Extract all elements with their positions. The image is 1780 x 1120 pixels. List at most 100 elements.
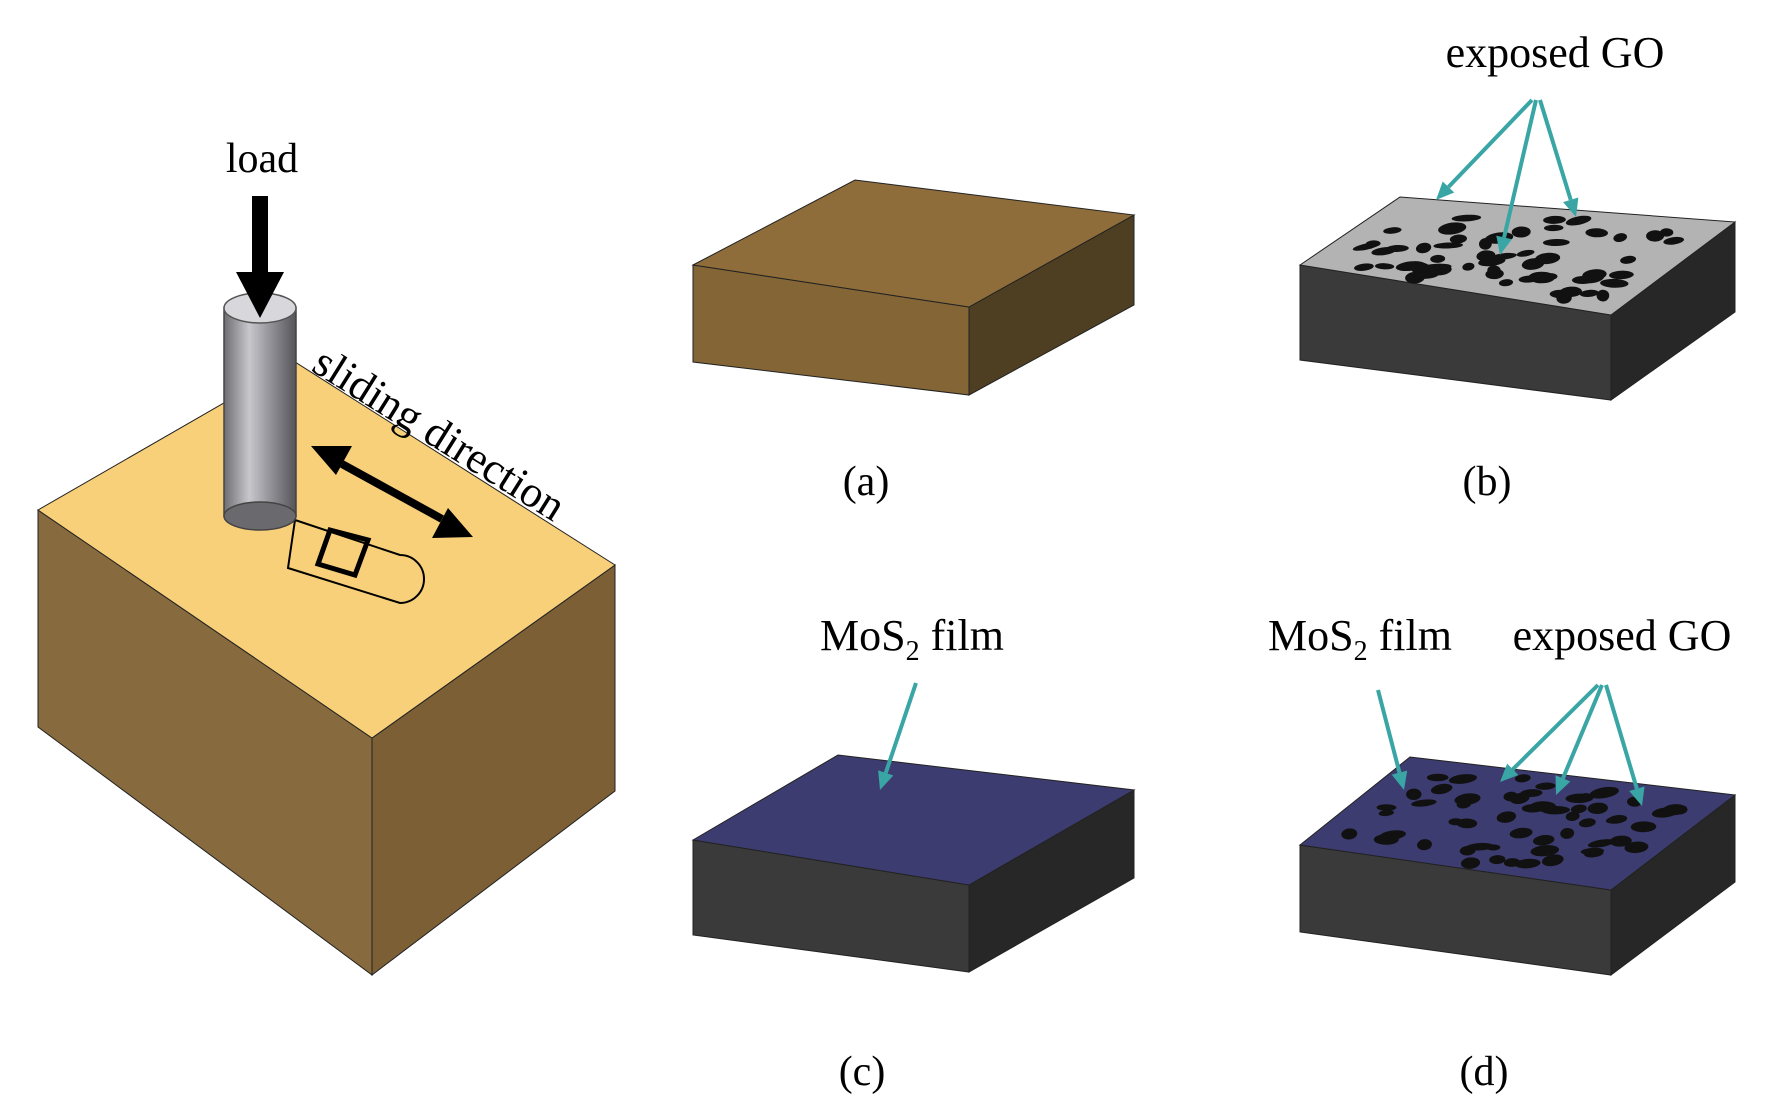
panel-b-pointer-arrows	[1436, 98, 1579, 255]
go-spot	[1406, 788, 1422, 801]
go-spot	[1542, 238, 1570, 247]
panel-d-label: (d)	[1460, 1049, 1509, 1095]
panel-c-label: (c)	[839, 1049, 886, 1095]
panel-d-pointer-arrows	[1376, 683, 1645, 806]
panel-c-top-face	[691, 754, 1136, 886]
panel-b-exposed-go-label: exposed GO	[1446, 28, 1665, 77]
go-spot	[1582, 269, 1607, 281]
pointer-arrow-head	[1436, 181, 1455, 200]
go-spot	[1376, 804, 1397, 811]
go-spot	[1460, 857, 1481, 869]
go-spot	[1662, 804, 1687, 816]
panel-c-pointer-arrow	[878, 682, 918, 790]
pointer-arrow-shaft	[1376, 689, 1402, 774]
go-spot	[1414, 268, 1441, 279]
go-spot	[1646, 230, 1665, 242]
go-spot	[1579, 793, 1592, 802]
go-spot	[1354, 263, 1374, 271]
panel-d-mos2-film-label: MoS2 film	[1268, 611, 1452, 667]
go-spot	[1385, 244, 1409, 253]
go-spot	[1609, 835, 1632, 847]
go-spot	[1511, 226, 1531, 238]
go-spot	[1565, 811, 1580, 822]
go-spot	[1585, 228, 1608, 238]
load-label: load	[226, 136, 298, 182]
panel-c: MoS2 film (c)	[691, 611, 1136, 1095]
panel-a-label: (a)	[843, 459, 890, 505]
go-spot	[1430, 254, 1446, 263]
go-spot	[1565, 215, 1592, 226]
go-spot	[1600, 278, 1629, 288]
pointer-arrow-head	[878, 770, 894, 790]
go-spot	[1587, 839, 1614, 848]
go-spot	[1411, 799, 1437, 807]
go-spot	[1530, 845, 1560, 857]
tribo-test-illustration: load sliding direction	[37, 136, 616, 977]
panel-b-label: (b)	[1463, 459, 1512, 505]
go-spot	[1532, 834, 1555, 846]
go-spot	[1462, 262, 1475, 271]
go-spot	[1430, 783, 1453, 795]
go-spot	[1587, 802, 1608, 815]
go-spot	[1630, 821, 1657, 833]
go-spot	[1663, 236, 1685, 245]
go-spot	[1530, 801, 1557, 812]
go-spot	[1433, 242, 1463, 249]
go-spot	[1559, 286, 1582, 298]
sample-block-top-face	[37, 361, 616, 739]
go-spot	[1609, 270, 1634, 280]
go-spot	[1543, 224, 1564, 232]
go-spot	[1451, 214, 1482, 222]
go-spot	[1448, 774, 1478, 784]
go-spot	[1578, 818, 1596, 828]
pin-counterface	[223, 292, 297, 531]
pointer-arrow-head	[1563, 197, 1579, 217]
go-spot	[1365, 240, 1381, 248]
pointer-arrow-shaft	[1604, 684, 1639, 790]
pointer-arrow-head	[1629, 786, 1645, 806]
go-spot	[1596, 289, 1610, 302]
go-spot	[1448, 818, 1464, 826]
go-spot	[1542, 854, 1564, 867]
go-spot	[1520, 789, 1543, 798]
go-spot	[1620, 255, 1637, 264]
go-spot	[1438, 222, 1467, 235]
go-spot	[1613, 233, 1628, 243]
pointer-arrow-shaft	[1561, 684, 1604, 780]
panel-a-top-face	[691, 179, 1136, 308]
go-spot	[1580, 847, 1605, 855]
go-spot	[1496, 811, 1517, 823]
go-spot	[1486, 844, 1501, 851]
pointer-arrow-shaft	[1538, 99, 1573, 201]
go-spot	[1589, 786, 1619, 799]
sliding-direction-arrow	[311, 446, 473, 538]
pointer-arrow-shaft	[883, 682, 918, 774]
wear-track	[286, 518, 425, 605]
load-arrow	[236, 196, 284, 318]
pointer-arrow	[878, 682, 918, 790]
go-spot	[1383, 227, 1402, 234]
go-spot	[1489, 855, 1506, 865]
go-spot	[1489, 252, 1517, 261]
go-spot	[1456, 800, 1471, 809]
go-spot	[1543, 215, 1566, 224]
pointer-arrow	[1376, 689, 1408, 790]
pointer-arrow	[1500, 683, 1600, 782]
pointer-arrow	[1604, 684, 1645, 806]
panel-c-mos2-film-label: MoS2 film	[820, 611, 1004, 667]
pointer-arrow	[1496, 99, 1538, 255]
go-spot	[1503, 858, 1521, 867]
go-spot	[1498, 279, 1514, 287]
go-spot	[1579, 289, 1599, 297]
go-spot	[1415, 242, 1432, 254]
pointer-arrow-shaft	[1447, 98, 1534, 189]
pointer-arrow-head	[1391, 770, 1408, 790]
go-spot	[1378, 809, 1394, 817]
go-spot	[1624, 841, 1649, 854]
go-spot	[1515, 858, 1541, 869]
go-spot	[1516, 249, 1535, 257]
go-spot	[1570, 804, 1587, 814]
go-spot	[1535, 252, 1561, 265]
pin-bottom	[223, 501, 297, 531]
panel-b: exposed GO (b)	[1298, 28, 1737, 505]
